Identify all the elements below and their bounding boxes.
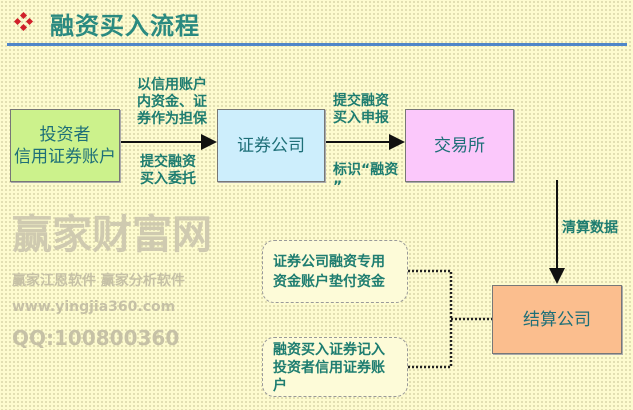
label-collateral: 以信用账户 内资金、证 券作为担保 xyxy=(137,77,207,127)
watermark-qq: QQ:100800360 xyxy=(12,326,180,350)
watermark-sub: 赢家江恩软件 赢家分析软件 xyxy=(12,273,185,289)
investor-box: 投资者 信用证券账户 xyxy=(10,109,120,182)
note-funds: 证券公司融资专用资金账户垫付资金 xyxy=(262,240,408,303)
page-title: 融资买入流程 xyxy=(50,12,200,40)
watermark-main: 赢家财富网 xyxy=(12,212,212,258)
title-divider xyxy=(7,43,627,46)
label-mark: 标识“融资 ” xyxy=(333,162,399,195)
dotted-connector xyxy=(408,269,453,369)
broker-box: 证券公司 xyxy=(217,109,325,182)
clearing-box: 结算公司 xyxy=(492,285,622,354)
label-order: 提交融资 买入委托 xyxy=(140,154,196,187)
exchange-box: 交易所 xyxy=(405,109,514,182)
label-clearing-data: 清算数据 xyxy=(562,220,618,236)
diamond-bullet-icon xyxy=(14,12,34,32)
watermark-url: www.yingjia360.com xyxy=(12,299,176,315)
label-declare: 提交融资 买入申报 xyxy=(333,93,389,126)
note-securities: 融资买入证券记入投资者信用证券账户 xyxy=(262,337,408,397)
